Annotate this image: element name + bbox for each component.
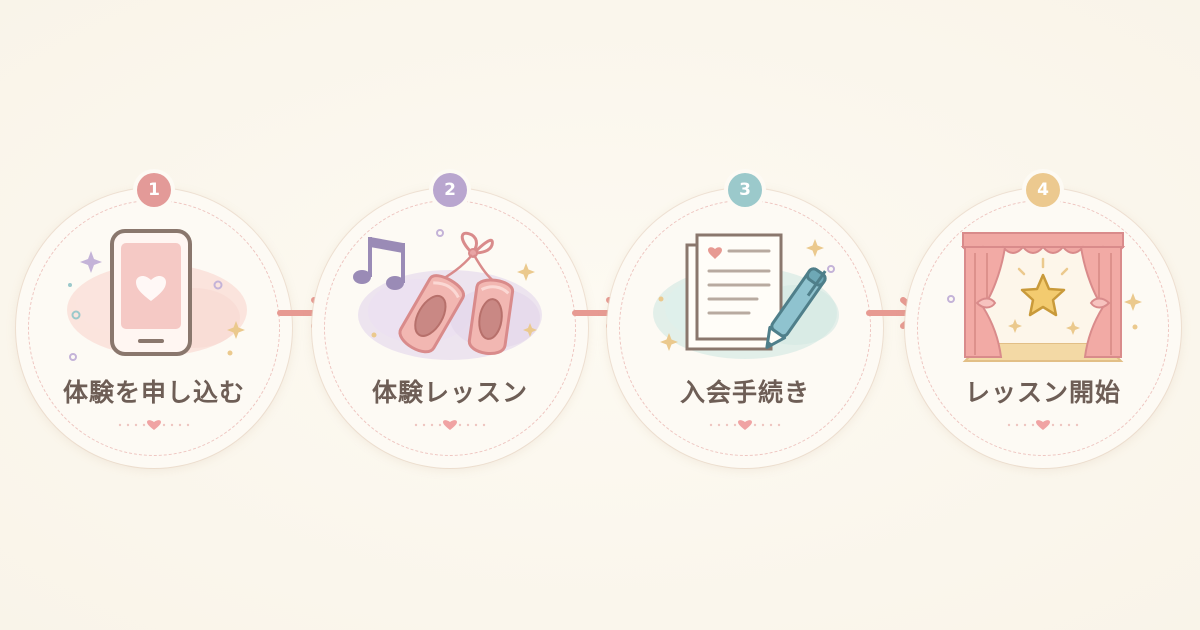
step-1: 1 体験を申し込む xyxy=(16,173,292,471)
step-number-badge: 1 xyxy=(137,173,171,207)
step-number-badge: 4 xyxy=(1026,173,1060,207)
heart-divider-icon xyxy=(709,420,781,430)
step-label: レッスン開始 xyxy=(964,378,1121,407)
step-label: 体験レッスン xyxy=(371,378,528,407)
smartphone-heart-icon xyxy=(54,223,254,373)
heart-divider-icon xyxy=(414,420,486,430)
step-label: 入会手続き xyxy=(679,378,810,407)
step-number-badge: 3 xyxy=(728,173,762,207)
heart-divider-icon xyxy=(118,420,190,430)
step-number-badge: 2 xyxy=(433,173,467,207)
step-2: 2 xyxy=(312,173,588,471)
step-4: 4 xyxy=(905,173,1181,471)
heart-divider-icon xyxy=(1007,420,1079,430)
ballet-shoes-icon xyxy=(350,223,550,373)
stage-curtain-star-icon xyxy=(943,223,1143,373)
step-3: 3 xyxy=(607,173,883,471)
step-label: 体験を申し込む xyxy=(62,378,245,407)
document-pen-icon xyxy=(645,223,845,373)
